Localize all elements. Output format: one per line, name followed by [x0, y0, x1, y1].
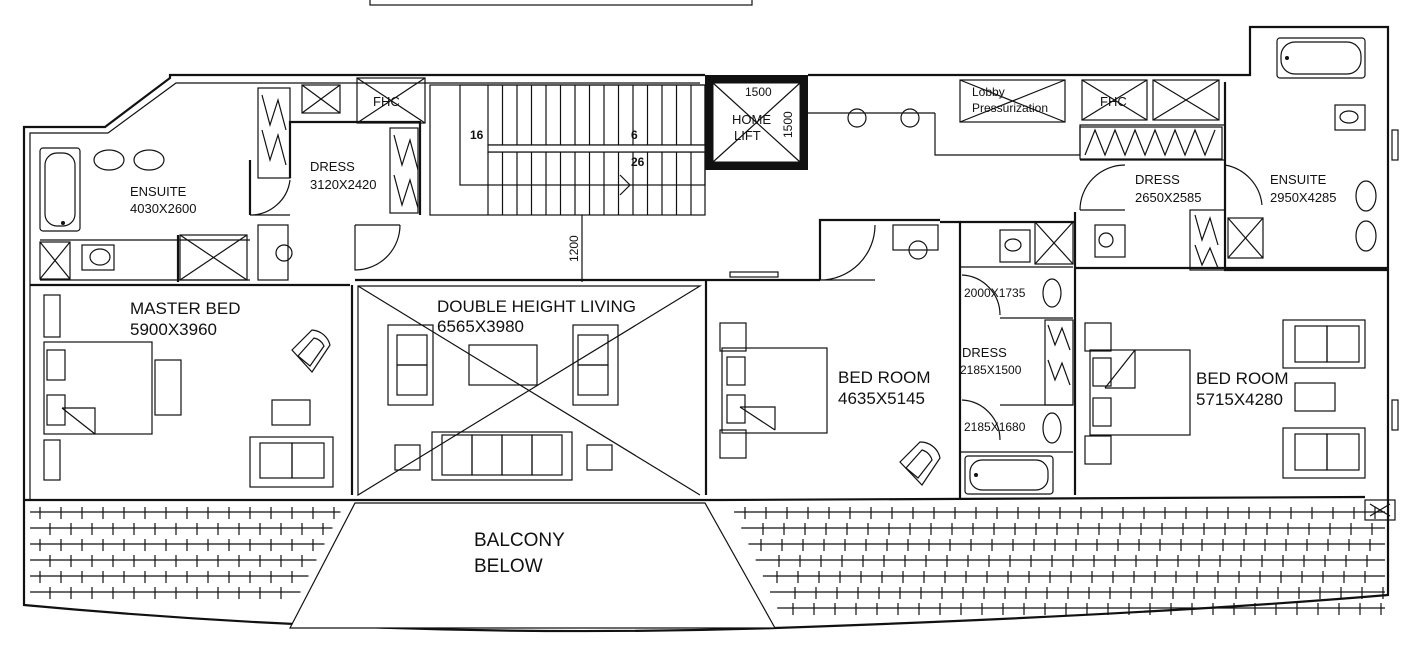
- dress-left-dim: 3120X2420: [310, 177, 377, 192]
- home-lift-label: HOME: [732, 112, 771, 127]
- vent-icon: [1364, 499, 1396, 521]
- bed-room-mid-furniture: [719, 322, 941, 486]
- ensuite-left-room: [39, 147, 291, 282]
- dress-right-dim: 2650X2585: [1135, 190, 1202, 205]
- living-label: DOUBLE HEIGHT LIVING: [437, 297, 636, 316]
- dress-right-label: DRESS: [1135, 172, 1180, 187]
- lift-dim-side: 1500: [781, 111, 795, 138]
- fhc-left-label: FHC: [373, 94, 400, 109]
- lift-dim-top: 1500: [745, 85, 772, 99]
- corridor-dim: 1200: [567, 235, 581, 262]
- lobby-zone: [808, 79, 1226, 156]
- bed-room-right-dim: 5715X4280: [1196, 390, 1283, 409]
- dress-left-label: DRESS: [310, 159, 355, 174]
- ensuite-left-dim: 4030X2600: [130, 201, 197, 216]
- dress-right-room: [1079, 126, 1263, 211]
- dress-left-room: [257, 77, 426, 281]
- washbasin: [93, 149, 125, 171]
- stair-step-6: 6: [631, 128, 638, 142]
- outer-walls: [22, 25, 1399, 500]
- living-dim: 6565X3980: [437, 317, 524, 336]
- lobby-label: Lobby: [972, 85, 1005, 99]
- bath-lower-dim: 2185X1680: [964, 420, 1026, 434]
- bed-room-right-label: BED ROOM: [1196, 369, 1289, 388]
- ensuite-right-label: ENSUITE: [1270, 172, 1327, 187]
- washbasin: [133, 149, 165, 171]
- interior-walls: [30, 212, 1388, 500]
- staircase: [429, 84, 706, 282]
- shower-tray: [179, 234, 248, 281]
- home-lift: [705, 75, 808, 170]
- lobby-label-2: Pressurization: [972, 101, 1048, 115]
- balcony-label: BALCONY: [474, 530, 565, 551]
- bath-upper-dim: 2000X1735: [964, 286, 1026, 300]
- ensuite-left-label: ENSUITE: [130, 184, 187, 199]
- balcony-tiles-right: [734, 507, 1385, 615]
- balcony-label-2: BELOW: [474, 556, 543, 577]
- bed-room-right-furniture: [1084, 319, 1366, 479]
- stair-step-16: 16: [470, 128, 484, 142]
- master-bed-furniture: [43, 294, 334, 488]
- fhc-right-label: FHC: [1100, 94, 1127, 109]
- title-box: [369, 0, 753, 6]
- dress-mid-label: DRESS: [962, 345, 1007, 360]
- bed-room-mid-label: BED ROOM: [838, 368, 931, 387]
- ensuite-right-dim: 2950X4285: [1270, 190, 1337, 205]
- master-bed-dim: 5900X3960: [130, 320, 217, 339]
- bathtub: [39, 147, 81, 232]
- master-bed-label: MASTER BED: [130, 299, 241, 318]
- ensuite-right-room: [1094, 37, 1388, 272]
- balcony-tiles-left: [30, 507, 341, 599]
- dress-mid-dim: 2185X1500: [960, 363, 1022, 377]
- balcony: [22, 495, 1396, 633]
- home-lift-label-2: LIFT: [734, 128, 761, 143]
- toilet: [81, 244, 115, 271]
- bed-room-mid-dim: 4635X5145: [838, 389, 925, 408]
- living-furniture: [357, 285, 703, 497]
- shaft-box: [39, 241, 71, 280]
- stair-step-26: 26: [631, 155, 645, 169]
